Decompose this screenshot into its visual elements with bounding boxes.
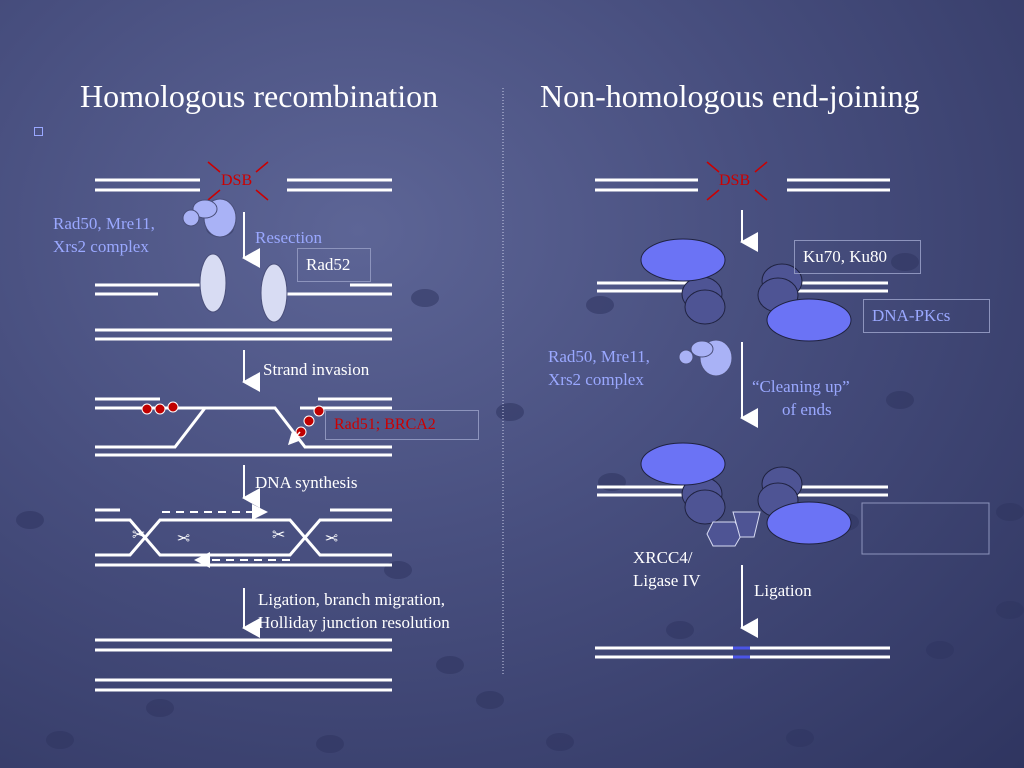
cleaning-label-1: “Cleaning up” <box>752 377 850 396</box>
ligation-seal <box>733 646 750 659</box>
rad52-label: Rad52 <box>297 248 371 282</box>
hr-complex-label-1: Rad50, Mre11, <box>53 214 155 233</box>
scissors-icon: ✂ <box>325 528 338 547</box>
hr-repaired-dna <box>95 638 392 692</box>
nhej-ligase-bound-dna <box>597 485 888 497</box>
ku-ligase-right <box>757 466 852 545</box>
rad51-beads <box>141 401 325 438</box>
xrcc4-ligase-iv <box>706 511 761 547</box>
nhej-broken-dna <box>595 178 890 192</box>
strand-invasion-label: Strand invasion <box>263 360 370 379</box>
hr-complex-label-2: Xrs2 complex <box>53 237 149 256</box>
ku70-ku80-left <box>640 238 726 325</box>
dna-synthesis-label: DNA synthesis <box>255 473 358 492</box>
empty-label-box <box>861 502 990 555</box>
nhej-dsb-label: DSB <box>719 172 751 189</box>
hr-title: Homologous recombination <box>80 78 439 114</box>
invasion-arrow <box>287 431 301 446</box>
nhej-ligation-label: Ligation <box>754 581 812 600</box>
hr-dsb-label: DSB <box>221 172 253 189</box>
bullet-square-icon <box>34 127 43 136</box>
scissors-icon: ✂ <box>272 525 285 544</box>
scissors-icons: ✂ ✂ ✂ ✂ <box>132 525 338 547</box>
xrcc4-label-2: Ligase IV <box>633 571 701 590</box>
ku70-ku80-label: Ku70, Ku80 <box>794 240 921 274</box>
hr-ligation-label-1: Ligation, branch migration, <box>258 590 445 609</box>
dna-pkcs-label: DNA-PKcs <box>863 299 990 333</box>
nhej-complex-label-1: Rad50, Mre11, <box>548 347 650 366</box>
hr-mre11-complex <box>182 198 237 238</box>
ku70-ku80-right <box>757 263 852 342</box>
hr-resected-dna <box>95 283 392 341</box>
hr-broken-dna <box>95 178 392 192</box>
ku-ligase-left <box>640 442 726 525</box>
resection-label: Resection <box>255 228 323 247</box>
nhej-dsb-mark <box>706 161 768 201</box>
rad51-brca2-label: Rad51; BRCA2 <box>325 410 479 440</box>
hr-rad52-proteins <box>199 253 288 323</box>
hr-ligation-label-2: Holliday junction resolution <box>258 613 450 632</box>
nhej-ku-bound-dna <box>597 281 888 293</box>
hr-holliday-junction-dna <box>95 508 392 567</box>
xrcc4-label-1: XRCC4/ <box>633 548 693 567</box>
scissors-icon: ✂ <box>177 528 190 547</box>
nhej-mre11-complex <box>678 339 733 377</box>
cleaning-label-2: of ends <box>782 400 832 419</box>
hr-dsb-mark <box>207 161 269 201</box>
nhej-complex-label-2: Xrs2 complex <box>548 370 644 389</box>
nhej-title: Non-homologous end-joining <box>540 78 920 114</box>
scissors-icon: ✂ <box>132 525 145 544</box>
